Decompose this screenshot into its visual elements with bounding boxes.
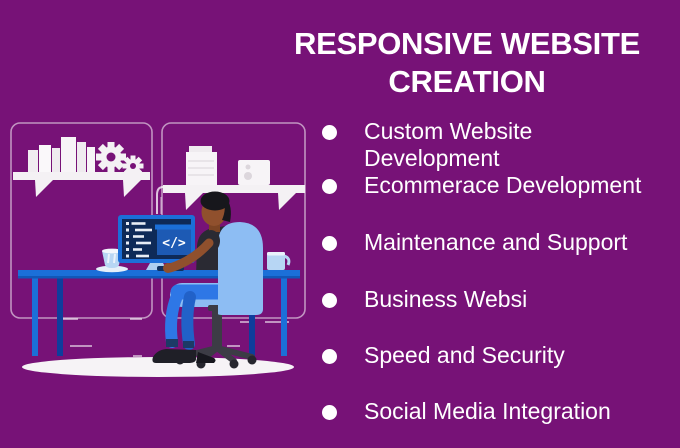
desk — [18, 270, 300, 356]
server-stack — [186, 146, 217, 185]
code-panel — [157, 229, 191, 255]
title-line-2: CREATION — [388, 64, 546, 99]
bullet-icon — [322, 293, 337, 308]
speaker — [238, 160, 270, 185]
list-item: Business Websi — [322, 286, 527, 313]
chair-back — [218, 222, 263, 315]
service-label: Business Websi — [364, 286, 528, 312]
left-shelf — [13, 137, 150, 197]
code-symbol: </> — [162, 236, 186, 251]
shoe — [152, 349, 196, 363]
service-label: Maintenance and Support — [364, 229, 628, 255]
shoe — [196, 352, 216, 363]
list-item: Ecommerace Development — [322, 172, 641, 199]
service-label: Social Media Integration — [364, 398, 611, 424]
hand — [163, 263, 173, 273]
floor-shadow — [22, 357, 294, 377]
list-item: Maintenance and Support — [322, 229, 627, 256]
code-lines — [126, 222, 152, 258]
bullet-icon — [322, 236, 337, 251]
list-item: Custom Website Development — [322, 118, 599, 172]
developer-at-desk-illustration: </> — [10, 122, 306, 377]
service-label: Ecommerace Development — [364, 172, 642, 198]
person-legs — [152, 284, 230, 363]
bullet-icon — [322, 349, 337, 364]
gear-small-icon — [122, 155, 144, 177]
list-item: Speed and Security — [322, 342, 565, 369]
monitor: </> — [118, 215, 195, 270]
page-title: RESPONSIVE WEBSITE CREATION — [281, 25, 653, 101]
service-label: Custom Website Development — [364, 118, 533, 171]
monitor-cable — [156, 186, 164, 214]
hair — [200, 191, 231, 222]
person-arm — [163, 230, 220, 273]
bullet-icon — [322, 179, 337, 194]
bullet-icon — [322, 405, 337, 420]
gear-icon — [96, 142, 126, 172]
chair-wheel — [229, 359, 239, 369]
neck — [209, 222, 220, 232]
list-item: Social Media Integration — [322, 398, 611, 425]
books — [28, 137, 95, 172]
mug — [267, 252, 291, 270]
chair-wheel — [247, 355, 257, 365]
title-line-1: RESPONSIVE WEBSITE — [294, 26, 640, 61]
right-shelf — [163, 146, 305, 210]
service-label: Speed and Security — [364, 342, 565, 368]
bullet-icon — [322, 125, 337, 140]
